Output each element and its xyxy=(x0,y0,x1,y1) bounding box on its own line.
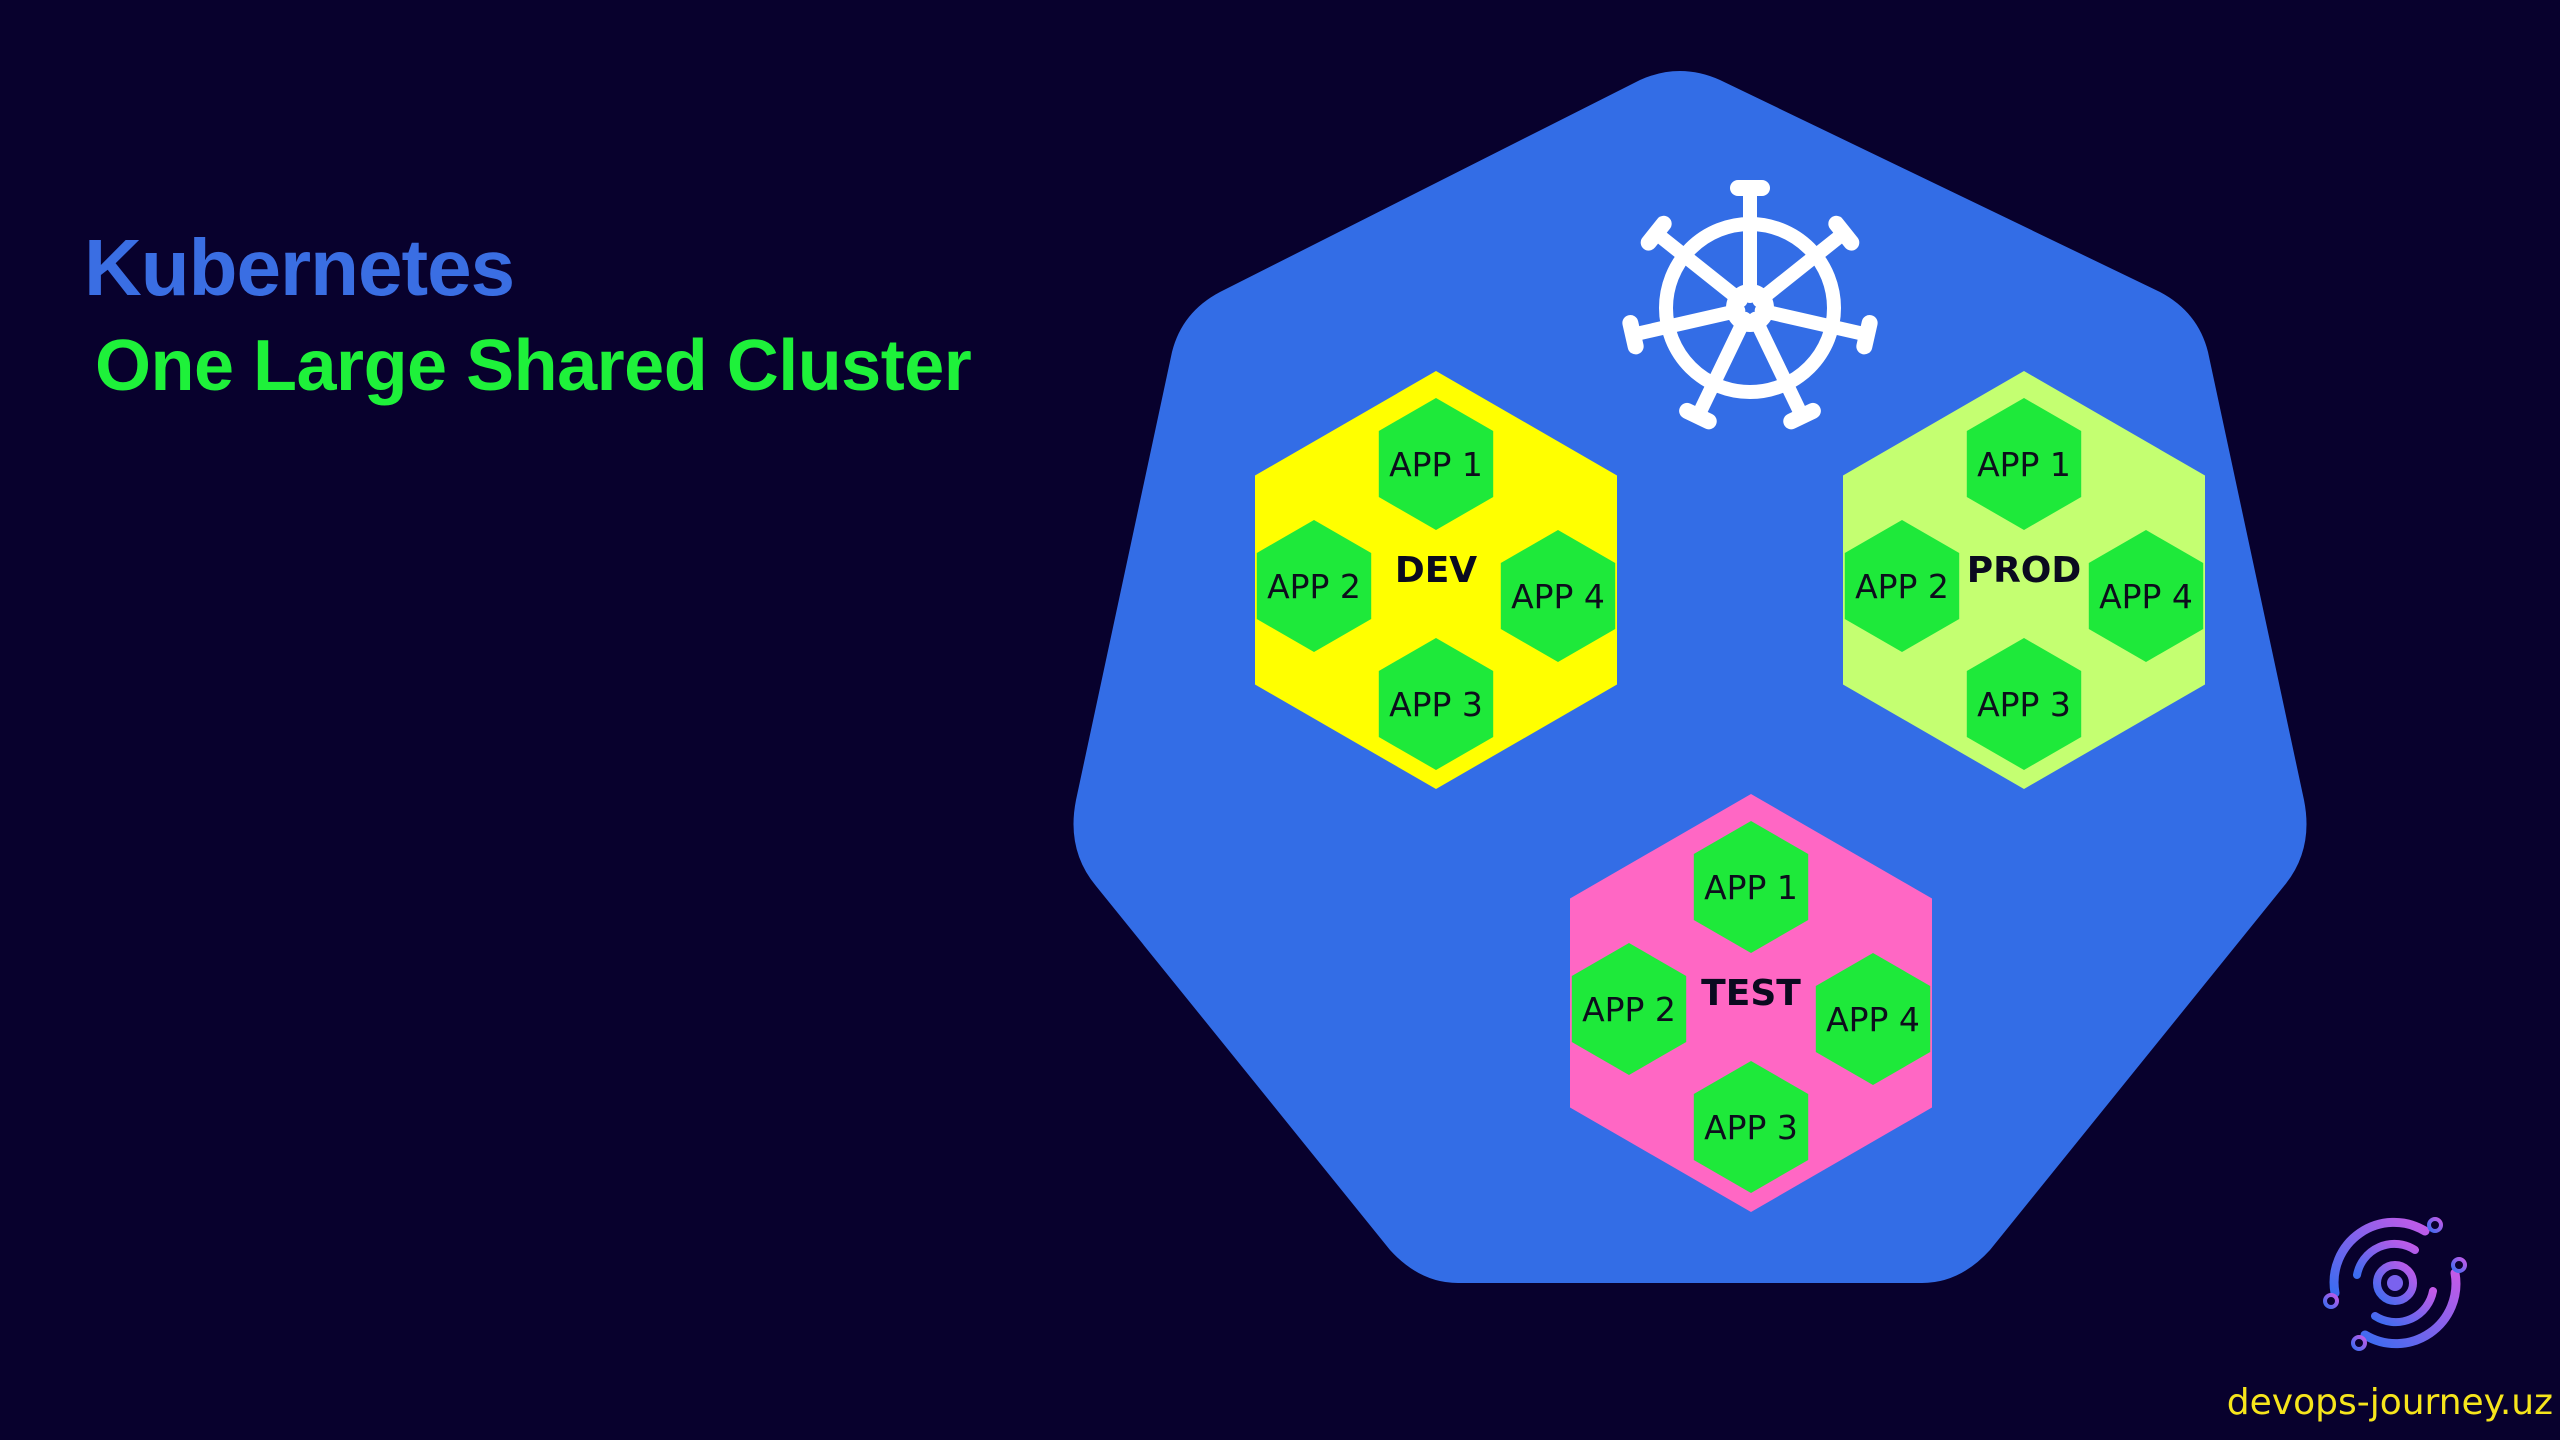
namespace-label-test: TEST xyxy=(1701,973,1801,1014)
app-hexagon xyxy=(1256,520,1372,652)
app-hexagon xyxy=(1378,398,1494,530)
app-label: APP 3 xyxy=(1977,685,2071,724)
app-hexagon xyxy=(1966,398,2082,530)
app-label: APP 1 xyxy=(1389,445,1483,484)
app-label: APP 4 xyxy=(1826,1000,1920,1039)
page-title: Kubernetes xyxy=(84,223,515,312)
app-hexagon xyxy=(1378,638,1494,770)
app-hexagon xyxy=(1966,638,2082,770)
app-label: APP 2 xyxy=(1855,567,1949,606)
namespace-test: APP 1 APP 2 APP 3 APP 4 TEST xyxy=(1570,794,1932,1212)
app-label: APP 2 xyxy=(1267,567,1361,606)
namespace-hexagon-prod xyxy=(1843,371,2205,789)
namespace-prod: APP 1 APP 2 APP 3 APP 4 PROD xyxy=(1843,371,2205,789)
devops-journey-logo-icon xyxy=(2323,1217,2467,1351)
app-hexagon xyxy=(2088,530,2204,662)
app-label: APP 4 xyxy=(1511,577,1605,616)
namespace-hexagon-test xyxy=(1570,794,1932,1212)
app-hexagon xyxy=(1815,953,1931,1085)
cluster-heptagon xyxy=(1073,71,2307,1283)
app-hexagon xyxy=(1500,530,1616,662)
app-label: APP 1 xyxy=(1977,445,2071,484)
kubernetes-helm-icon xyxy=(1622,180,1878,430)
app-label: APP 3 xyxy=(1389,685,1483,724)
app-hexagon xyxy=(1693,1061,1809,1193)
namespace-hexagon-dev xyxy=(1255,371,1617,789)
footer-site-label: devops-journey.uz xyxy=(2226,1382,2553,1423)
app-hexagon xyxy=(1844,520,1960,652)
app-label: APP 4 xyxy=(2099,577,2193,616)
namespace-label-prod: PROD xyxy=(1967,550,2082,591)
app-hexagon xyxy=(1693,821,1809,953)
namespace-label-dev: DEV xyxy=(1395,550,1477,591)
app-label: APP 3 xyxy=(1704,1108,1798,1147)
app-label: APP 2 xyxy=(1582,990,1676,1029)
app-hexagon xyxy=(1571,943,1687,1075)
page-subtitle: One Large Shared Cluster xyxy=(95,326,972,406)
namespace-dev: APP 1 APP 2 APP 3 APP 4 DEV xyxy=(1255,371,1617,789)
app-label: APP 1 xyxy=(1704,868,1798,907)
